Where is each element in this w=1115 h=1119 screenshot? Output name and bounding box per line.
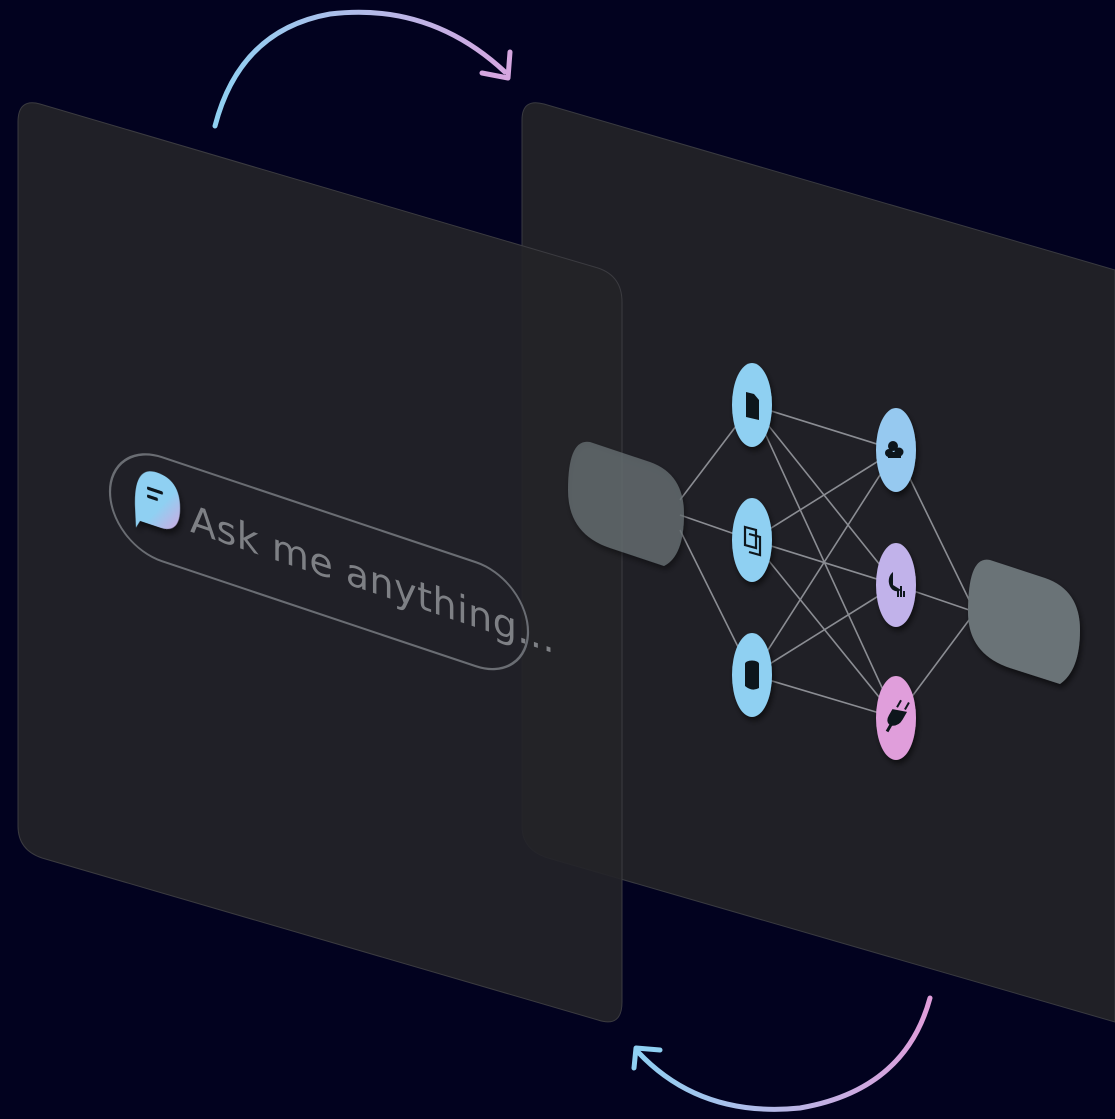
input-node-copy [732,498,772,582]
copy-icon [743,525,762,557]
output-node-chart [876,543,916,627]
chat-panel [17,102,623,1023]
output-pill [968,559,1080,684]
network-input-pill [568,441,684,566]
input-node-document [732,363,772,447]
chat-input-border [108,453,530,671]
cycle-arrow-top [212,9,513,129]
pie-chart-icon [888,572,905,597]
plug-icon [885,699,910,733]
cloud-icon [885,441,904,458]
output-node-cloud [876,408,916,492]
neural-network-diagram [679,363,1080,760]
chat-bubble-icon [134,471,180,529]
output-node-plug [876,676,916,760]
document-icon [746,392,759,420]
cycle-arrow-bottom [631,995,933,1112]
database-icon [745,660,759,690]
input-node-database [732,633,772,717]
